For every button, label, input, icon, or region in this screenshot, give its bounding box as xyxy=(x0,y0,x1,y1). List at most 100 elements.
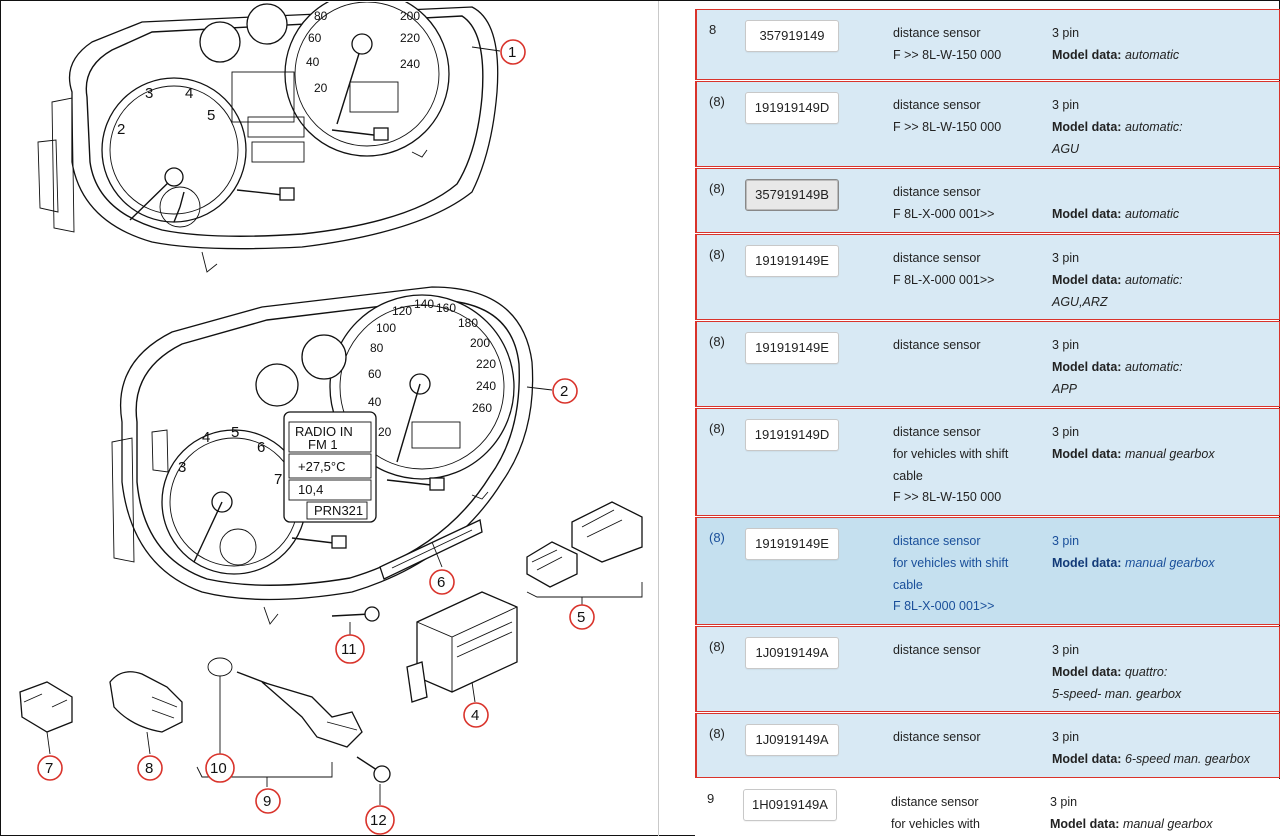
svg-text:40: 40 xyxy=(368,395,382,409)
svg-text:5: 5 xyxy=(577,609,585,626)
part-pin-count: 3 pin xyxy=(1050,795,1078,809)
part-number-button[interactable]: 191919149D xyxy=(745,92,839,124)
callout-5[interactable]: 5 xyxy=(569,604,595,630)
part-9-sensor-assembly xyxy=(196,657,391,783)
part-description-line: for vehicles with shift xyxy=(893,446,1009,461)
svg-text:40: 40 xyxy=(306,55,320,69)
cluster-display-temp: +27,5°C xyxy=(298,459,345,474)
model-data: Model data: quattro: xyxy=(1052,662,1280,684)
cluster-display-line2: FM 1 xyxy=(308,437,338,452)
svg-text:12: 12 xyxy=(370,812,387,829)
part-4-relay-box xyxy=(406,591,518,703)
part-pin-count: 3 pin xyxy=(1052,26,1080,40)
model-data-value: manual gearbox xyxy=(1124,555,1215,570)
model-data-label: Model data: xyxy=(1052,47,1122,62)
callout-11[interactable]: 11 xyxy=(335,634,365,664)
part-number-button[interactable]: 357919149B xyxy=(745,179,839,211)
svg-text:80: 80 xyxy=(314,9,328,23)
model-data-value: APP xyxy=(1052,381,1078,396)
svg-text:60: 60 xyxy=(368,367,382,381)
part-notes: Model data: automatic xyxy=(1052,182,1280,226)
model-data: Model data: 6-speed man. gearbox xyxy=(1052,749,1280,771)
svg-text:4: 4 xyxy=(185,85,193,102)
callout-4[interactable]: 4 xyxy=(463,702,489,728)
leader-lines xyxy=(46,46,583,805)
part-position: (8) xyxy=(709,334,725,349)
model-data: Model data: manual gearbox xyxy=(1052,444,1280,466)
callout-8[interactable]: 8 xyxy=(137,755,163,781)
model-data-value: quattro: xyxy=(1124,664,1168,679)
part-position: (8) xyxy=(709,530,725,545)
svg-text:5: 5 xyxy=(207,107,215,124)
model-data-value: manual gearbox xyxy=(1124,446,1215,461)
part-position: (8) xyxy=(709,181,725,196)
part-7-sensor xyxy=(19,681,73,733)
svg-text:7: 7 xyxy=(45,760,53,777)
model-data-value: 5-speed- man. gearbox xyxy=(1052,686,1182,701)
part-pin-count: 3 pin xyxy=(1052,251,1080,265)
part-number-button[interactable]: 191919149E xyxy=(745,245,839,277)
callout-2[interactable]: 2 xyxy=(552,378,578,404)
svg-text:20: 20 xyxy=(378,425,392,439)
callout-10[interactable]: 10 xyxy=(205,753,235,783)
model-data-value: automatic: xyxy=(1124,272,1183,287)
svg-text:6: 6 xyxy=(257,439,265,456)
part-row[interactable]: (8) 191919149E distance sensor for vehicles… xyxy=(695,517,1280,625)
callout-7[interactable]: 7 xyxy=(37,755,63,781)
part-number-button[interactable]: 1H0919149A xyxy=(743,789,837,821)
model-data: Model data: manual gearbox xyxy=(1050,814,1278,836)
model-data-label: Model data: xyxy=(1052,272,1122,287)
part-pin-count: 3 pin xyxy=(1052,338,1080,352)
callout-1[interactable]: 1 xyxy=(500,39,526,65)
svg-text:120: 120 xyxy=(392,304,412,318)
svg-text:3: 3 xyxy=(145,85,153,102)
part-number-button[interactable]: 191919149E xyxy=(745,332,839,364)
svg-text:7: 7 xyxy=(274,471,282,488)
model-data-label: Model data: xyxy=(1052,664,1122,679)
callout-9[interactable]: 9 xyxy=(255,788,281,814)
model-data-label: Model data: xyxy=(1052,751,1122,766)
part-description-line: F >> 8L-W-150 000 xyxy=(893,47,1002,62)
svg-text:11: 11 xyxy=(341,641,357,658)
part-number-button[interactable]: 191919149D xyxy=(745,419,839,451)
model-data-value: automatic: xyxy=(1124,359,1183,374)
part-description-line: distance sensor xyxy=(893,643,981,657)
part-number-button[interactable]: 1J0919149A xyxy=(745,724,839,756)
callout-6[interactable]: 6 xyxy=(429,569,455,595)
part-description-line: distance sensor xyxy=(893,534,981,548)
model-data-value: AGU,ARZ xyxy=(1052,294,1108,309)
cluster-display-odo: 10,4 xyxy=(298,482,323,497)
part-description-line: for vehicles with shift xyxy=(893,555,1009,570)
svg-text:140: 140 xyxy=(414,297,434,311)
svg-text:240: 240 xyxy=(476,379,496,393)
svg-text:10: 10 xyxy=(210,760,227,777)
svg-text:8: 8 xyxy=(145,760,153,777)
model-data-value: automatic xyxy=(1124,47,1180,62)
callout-12[interactable]: 12 xyxy=(365,805,395,835)
part-number-button[interactable]: 357919149 xyxy=(745,20,839,52)
svg-text:200: 200 xyxy=(400,9,420,23)
pane-divider[interactable] xyxy=(658,1,659,836)
svg-text:180: 180 xyxy=(458,316,478,330)
part-number-button[interactable]: 1J0919149A xyxy=(745,637,839,669)
part-number-button[interactable]: 191919149E xyxy=(745,528,839,560)
svg-text:5: 5 xyxy=(231,424,239,441)
part-position: 8 xyxy=(709,22,717,37)
part-description-line: F 8L-X-000 001>> xyxy=(893,206,995,221)
part-position: (8) xyxy=(709,94,725,109)
part-position: (8) xyxy=(709,639,725,654)
